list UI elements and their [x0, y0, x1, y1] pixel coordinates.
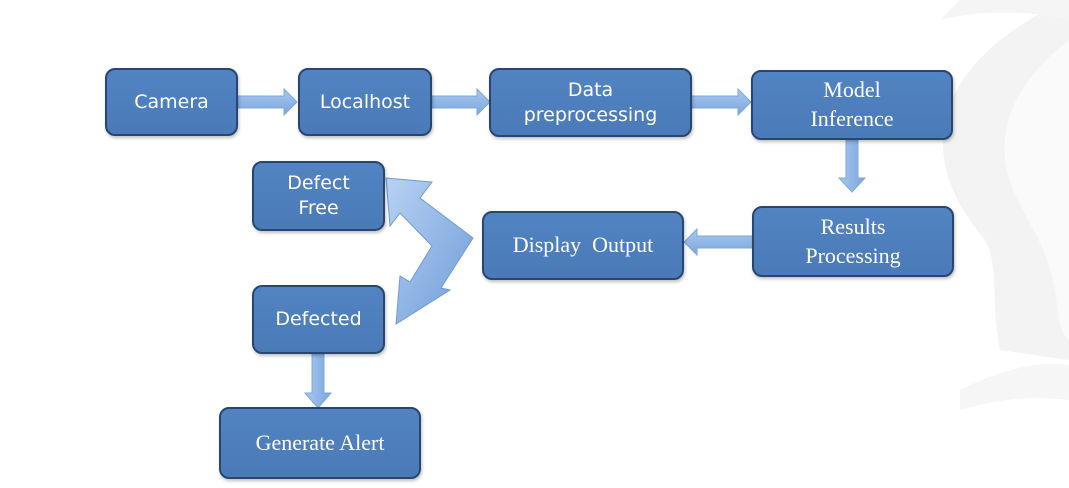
node-data-preprocessing-label: Data preprocessing	[523, 78, 658, 126]
node-generate-alert: Generate Alert	[219, 407, 421, 479]
node-camera-label: Camera	[134, 90, 209, 113]
arrow-results-to-display	[683, 227, 754, 257]
node-defect-free: Defect Free	[252, 161, 385, 231]
node-localhost: Localhost	[298, 68, 432, 136]
node-results-processing-label: Results Processing	[805, 213, 901, 268]
node-defect-free-label: Defect Free	[287, 172, 350, 219]
arrow-preprocessing-to-inference	[690, 87, 752, 117]
arrow-display-to-outcomes	[385, 177, 474, 325]
node-display-output: Display Output	[482, 211, 684, 280]
node-results-processing: Results Processing	[752, 206, 954, 277]
node-localhost-label: Localhost	[319, 90, 411, 113]
node-defected: Defected	[252, 285, 385, 354]
arrow-camera-to-localhost	[237, 87, 298, 117]
node-display-output-label: Display Output	[512, 232, 654, 258]
arrow-localhost-to-preprocessing	[431, 87, 491, 117]
node-camera: Camera	[105, 68, 238, 136]
arrow-inference-to-results	[837, 139, 867, 193]
node-model-inference: Model Inference	[751, 70, 953, 140]
node-defected-label: Defected	[275, 308, 362, 331]
node-data-preprocessing: Data preprocessing	[489, 68, 692, 137]
arrow-defected-to-alert	[303, 353, 333, 409]
node-model-inference-label: Model Inference	[810, 77, 894, 131]
node-generate-alert-label: Generate Alert	[255, 429, 385, 455]
